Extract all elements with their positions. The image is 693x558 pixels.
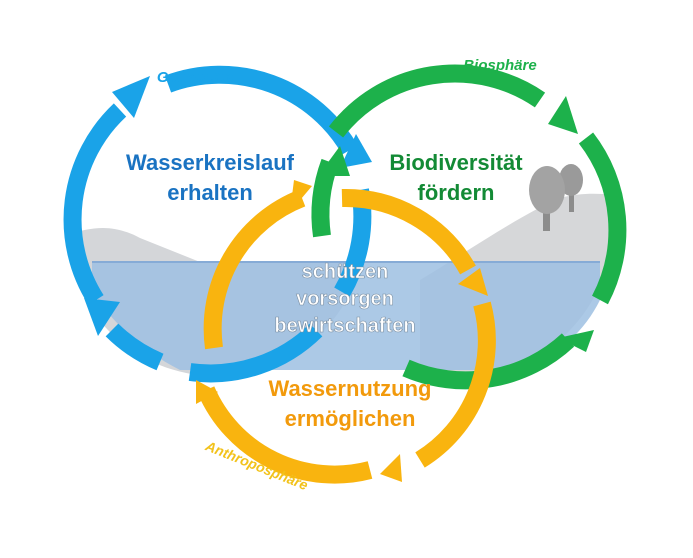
anthroposphere-title-line2: ermöglichen	[285, 406, 416, 431]
center-actions: schützen vorsorgen bewirtschaften	[274, 261, 416, 338]
geosphere-name: Geosphäre	[157, 69, 235, 86]
center-line-3: bewirtschaften	[274, 315, 415, 337]
anthroposphere-title-line1: Wassernutzung	[269, 376, 432, 401]
geosphere-title-line2: erhalten	[167, 180, 253, 205]
geosphere-title-line1: Wasserkreislauf	[126, 150, 295, 175]
biosphere-title-line2: fördern	[418, 180, 495, 205]
biosphere-name: Biosphäre	[463, 57, 536, 74]
anthroposphere-cycle	[196, 180, 496, 484]
geosphere-cycle	[63, 65, 372, 383]
biosphere-cycle	[311, 64, 627, 390]
tree-icon	[529, 164, 583, 231]
center-line-2: vorsorgen	[296, 288, 394, 310]
biosphere-title-line1: Biodiversität	[389, 150, 523, 175]
center-line-1: schützen	[302, 261, 389, 283]
